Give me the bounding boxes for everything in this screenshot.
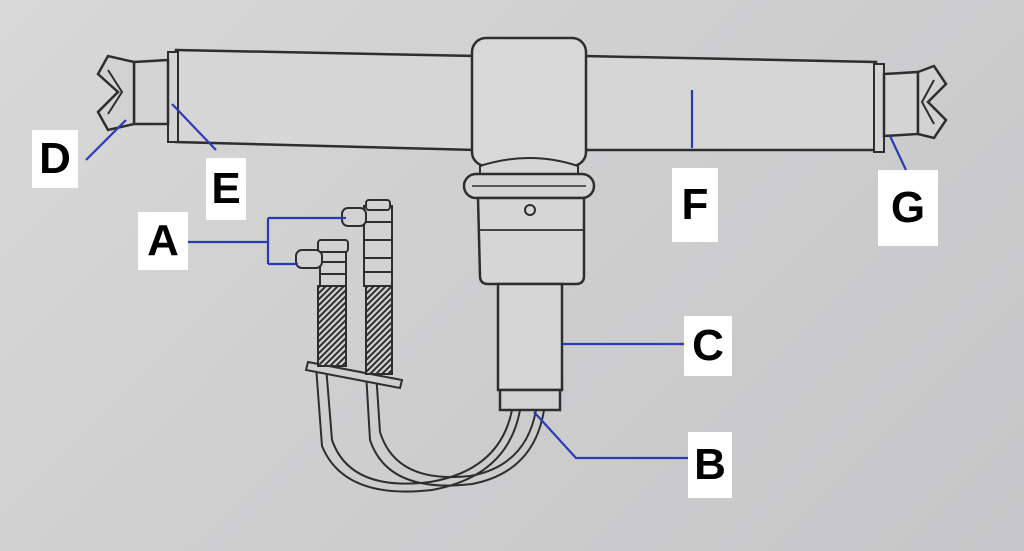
housing-neck — [479, 157, 579, 177]
left-barrel — [174, 48, 478, 152]
hose-loops — [315, 365, 545, 493]
label-f-text: F — [681, 180, 709, 229]
left-fitting — [295, 239, 349, 287]
label-d-text: D — [39, 134, 71, 183]
label-e-text: E — [211, 164, 241, 213]
label-a-text: A — [147, 216, 179, 265]
label-b: B — [688, 432, 732, 498]
leader-lines — [85, 90, 907, 460]
right-fitting — [341, 199, 393, 287]
label-a: A — [138, 212, 188, 270]
cylinder-body — [476, 196, 586, 286]
tube-bottom-tip — [498, 388, 562, 412]
left-braided-hose — [317, 285, 347, 367]
label-e: E — [206, 158, 246, 220]
lower-tube — [496, 282, 564, 392]
label-c-text: C — [692, 321, 724, 370]
label-c: C — [684, 316, 732, 376]
label-b-text: B — [694, 440, 726, 489]
label-g-text: G — [890, 183, 926, 232]
right-barrel — [582, 54, 878, 152]
central-housing — [470, 36, 588, 168]
label-f: F — [672, 168, 718, 242]
right-braided-hose — [365, 285, 393, 375]
label-d: D — [32, 130, 78, 188]
left-end-cap — [96, 51, 179, 143]
label-g: G — [878, 170, 938, 246]
cylinder-hole — [524, 204, 536, 216]
right-end-cap — [873, 63, 948, 153]
